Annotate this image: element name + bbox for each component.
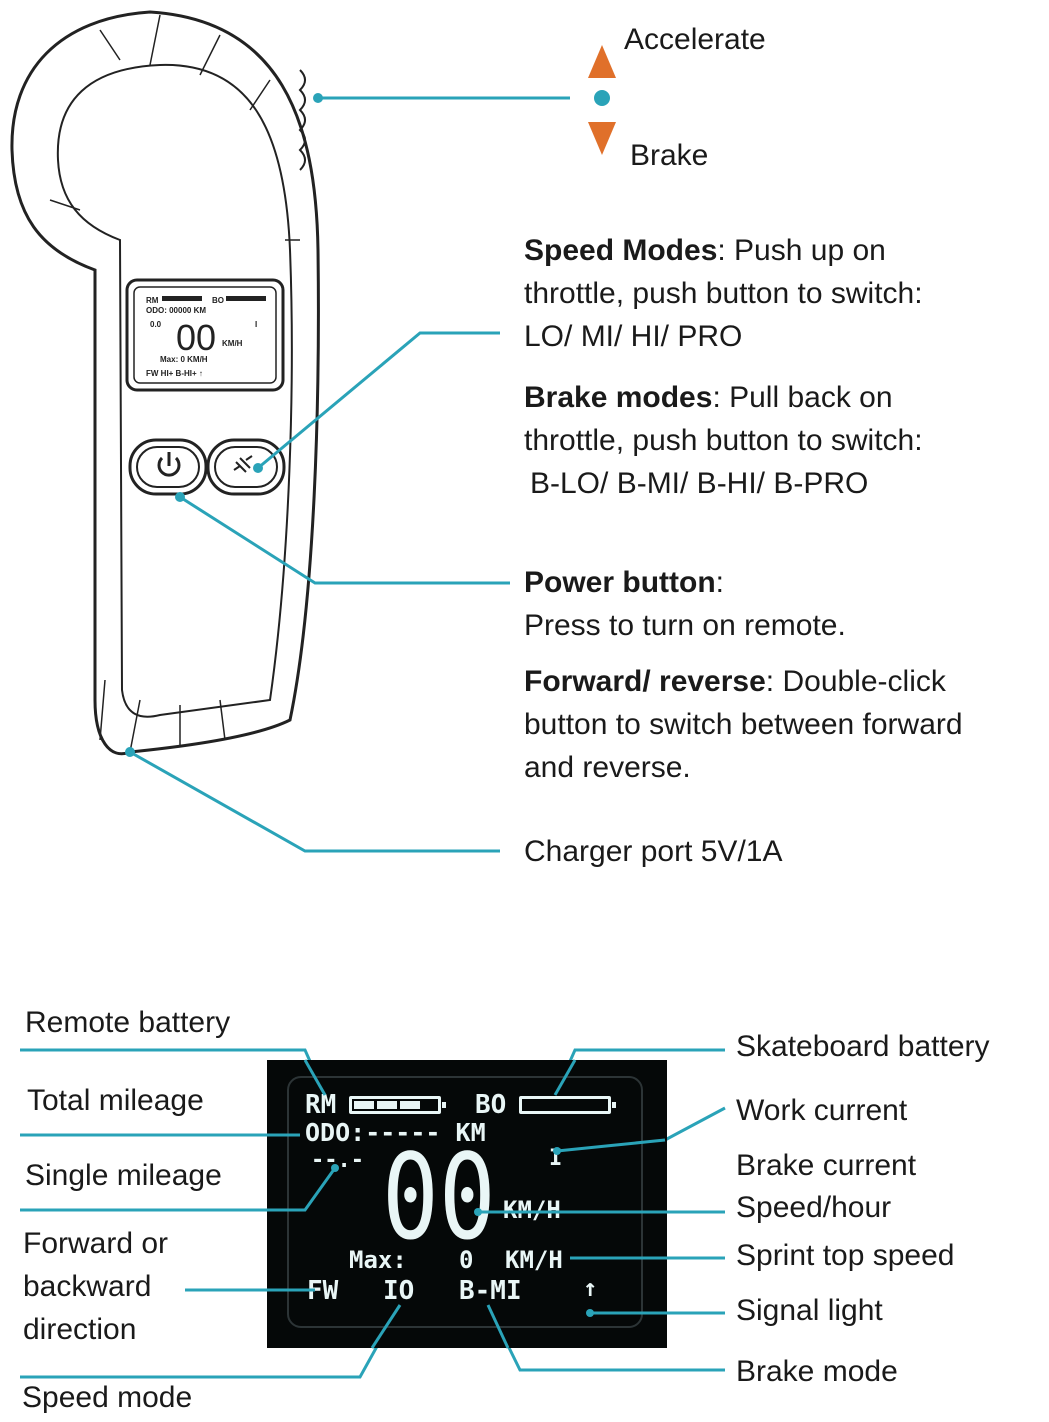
remote-battery-bar xyxy=(349,1096,446,1114)
svg-text:BO: BO xyxy=(212,296,224,305)
svg-text:00: 00 xyxy=(176,317,216,358)
lcd-current: I xyxy=(549,1146,563,1171)
lcd-max-label: Max: xyxy=(349,1246,407,1274)
brake-label: Brake xyxy=(630,139,709,172)
mini-lcd: RM BO ODO: 00000 KM 0.0 I 00 KM/H Max: 0 … xyxy=(146,296,266,378)
brake-modes-title: Brake modes xyxy=(524,381,713,414)
label-brake-current: Brake current xyxy=(736,1149,917,1182)
lcd-bo-label: BO xyxy=(475,1090,507,1120)
power-button-line: : xyxy=(715,566,724,599)
svg-text:Max: 0 KM/H: Max: 0 KM/H xyxy=(160,355,208,364)
lcd-brake-mode: B-MI xyxy=(459,1276,522,1306)
charger-port-label: Charger port 5V/1A xyxy=(524,835,783,868)
forward-reverse-title: Forward/ reverse xyxy=(524,665,766,698)
label-work-current: Work current xyxy=(736,1094,908,1127)
label-signal-light: Signal light xyxy=(736,1294,883,1327)
power-button-outline xyxy=(128,438,208,496)
lcd-speed-unit: KM/H xyxy=(503,1196,561,1224)
accelerate-arrow-icon xyxy=(588,45,616,78)
speed-modes-line: : Push up on xyxy=(717,234,886,267)
leader-dots xyxy=(125,90,610,757)
mode-button-outline xyxy=(206,438,286,496)
svg-text:FW HI+ B-HI+ ↑: FW HI+ B-HI+ ↑ xyxy=(146,369,203,378)
label-speed-mode: Speed mode xyxy=(22,1381,193,1414)
lcd-odo: ODO:----- KM xyxy=(305,1118,486,1147)
svg-text:RM: RM xyxy=(146,296,159,305)
power-icon xyxy=(157,452,181,477)
label-sprint-top-speed: Sprint top speed xyxy=(736,1239,955,1272)
label-single-mileage: Single mileage xyxy=(25,1159,222,1192)
lcd-max-unit: KM/H xyxy=(505,1246,563,1274)
svg-text:I: I xyxy=(255,320,257,329)
label-direction-line: Forward or xyxy=(23,1227,169,1260)
label-direction: Forward or backward direction xyxy=(23,1222,168,1351)
forward-reverse-line: : Double-click xyxy=(765,665,946,698)
label-skateboard-battery: Skateboard battery xyxy=(736,1030,990,1063)
lcd-max-value: 0 xyxy=(459,1246,474,1274)
svg-text:0.0: 0.0 xyxy=(150,320,162,329)
lcd-direction: FW xyxy=(307,1276,339,1306)
forward-reverse-callout: Forward/ reverse: Double-click button to… xyxy=(524,660,963,789)
lcd-speed: 00 xyxy=(382,1128,496,1266)
lcd-display: RM BO ODO:----- KM --.- I 00 KM/H Max: 0… xyxy=(267,1060,667,1348)
lcd-trip: --.- xyxy=(311,1148,364,1173)
power-button-line: Press to turn on remote. xyxy=(524,609,846,642)
lcd-rm-label: RM xyxy=(305,1090,337,1120)
remote-outline xyxy=(10,10,320,756)
power-button-callout: Power button: Press to turn on remote. xyxy=(524,561,846,647)
speed-modes-line: throttle, push button to switch: xyxy=(524,277,923,310)
forward-reverse-line: and reverse. xyxy=(524,751,691,784)
mode-icon xyxy=(233,455,253,473)
brake-modes-line: B-LO/ B-MI/ B-HI/ B-PRO xyxy=(530,467,869,500)
svg-text:ODO: 00000 KM: ODO: 00000 KM xyxy=(146,306,206,315)
speed-modes-line: LO/ MI/ HI/ PRO xyxy=(524,320,743,353)
accelerate-label: Accelerate xyxy=(624,23,766,56)
label-remote-battery: Remote battery xyxy=(25,1006,231,1039)
lcd-speed-mode: IO xyxy=(383,1276,415,1306)
throttle-center-dot xyxy=(594,90,610,106)
brake-modes-line: throttle, push button to switch: xyxy=(524,424,923,457)
brake-modes-line: : Pull back on xyxy=(712,381,893,414)
speed-modes-title: Speed Modes xyxy=(524,234,718,267)
label-total-mileage: Total mileage xyxy=(27,1084,204,1117)
label-direction-line: direction xyxy=(23,1313,137,1346)
power-button-title: Power button xyxy=(524,566,716,599)
label-direction-line: backward xyxy=(23,1270,152,1303)
label-brake-mode: Brake mode xyxy=(736,1355,898,1388)
brake-arrow-icon xyxy=(588,122,616,155)
svg-text:KM/H: KM/H xyxy=(222,339,243,348)
board-battery-bar xyxy=(519,1096,616,1114)
lcd-signal-icon: ↑ xyxy=(583,1274,598,1302)
brake-modes-callout: Brake modes: Pull back on throttle, push… xyxy=(524,376,923,505)
speed-modes-callout: Speed Modes: Push up on throttle, push b… xyxy=(524,229,923,358)
label-speed-hour: Speed/hour xyxy=(736,1191,892,1224)
forward-reverse-line: button to switch between forward xyxy=(524,708,963,741)
